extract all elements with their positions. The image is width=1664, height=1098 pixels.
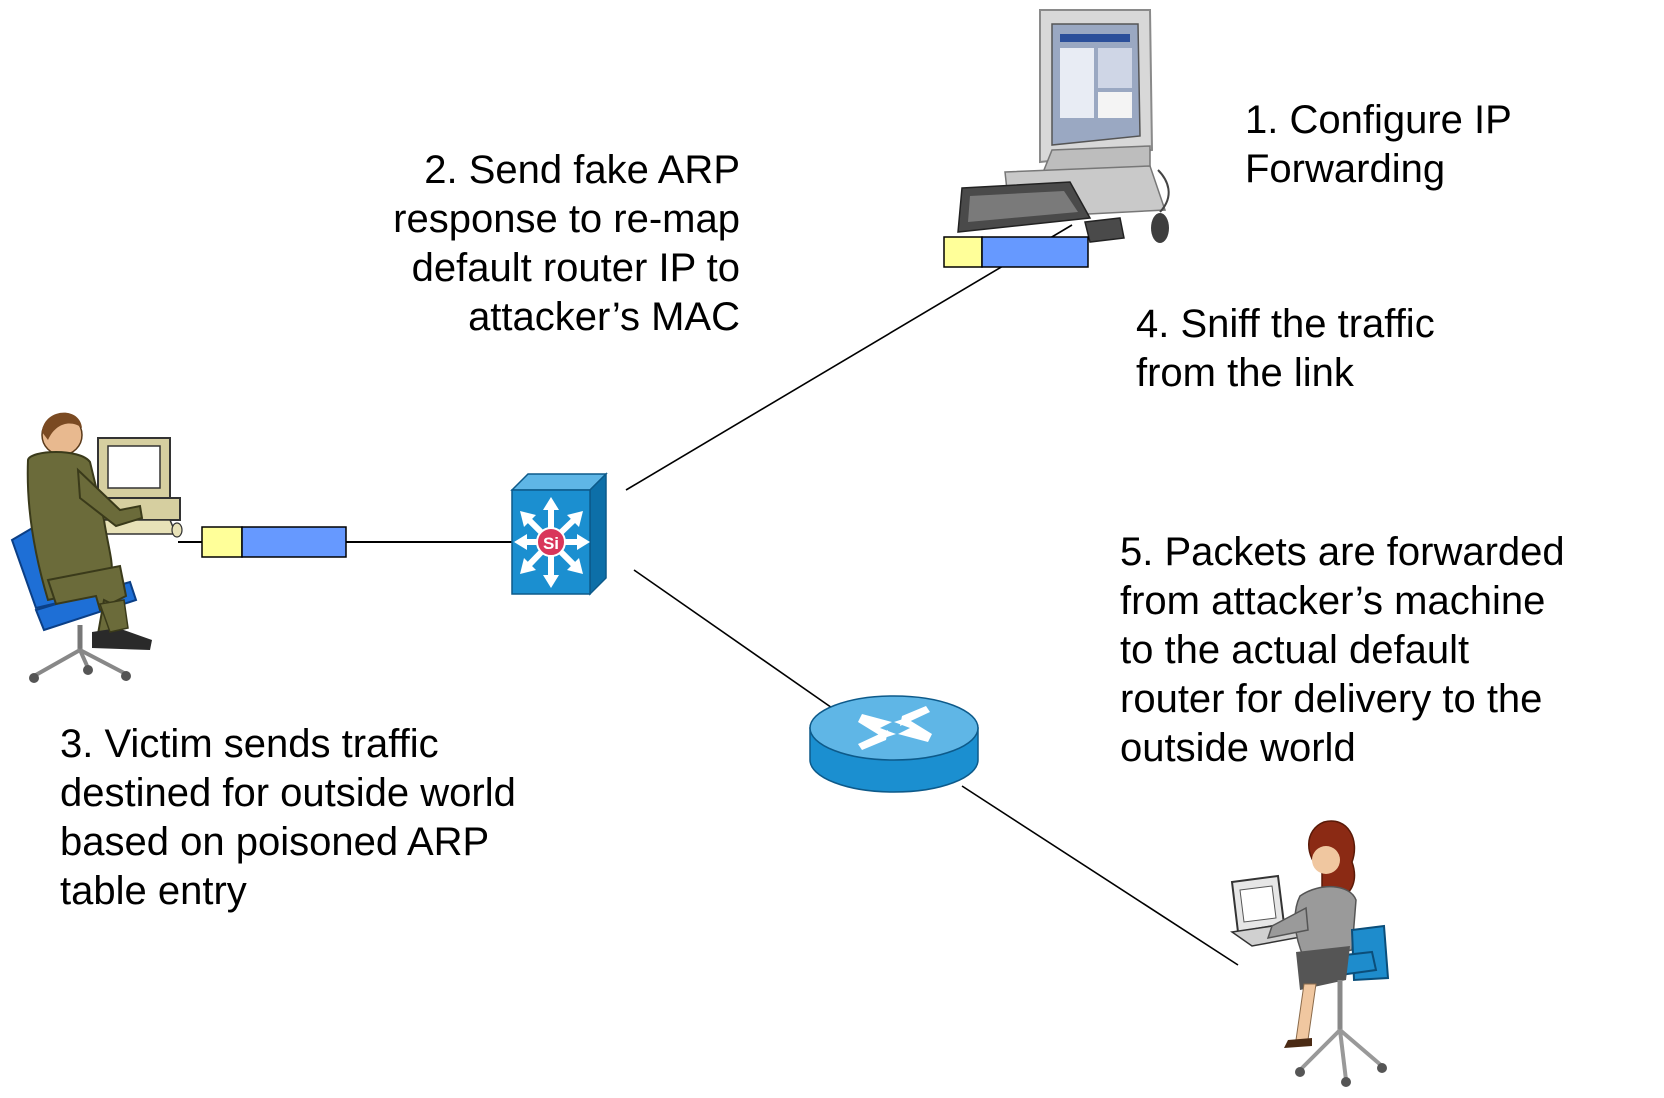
link-router-remote: [961, 785, 1239, 966]
victim-packet-header: [201, 526, 243, 558]
switch-badge-label: Si: [543, 534, 559, 553]
link-switch-attacker: [625, 224, 1073, 491]
step4-label: 4. Sniff the traffic from the link: [1136, 302, 1435, 395]
workstation-icon: [957, 9, 1170, 243]
attacker-packet-header: [943, 236, 983, 268]
step5-label: 5. Packets are forwarded from attacker’s…: [1120, 530, 1565, 770]
remote-user-icon: [1230, 820, 1390, 1087]
step2-label: 2. Send fake ARP response to re-map defa…: [393, 148, 740, 339]
step1-label: 1. Configure IP Forwarding: [1245, 98, 1512, 191]
switch-badge: [536, 527, 566, 557]
link-switch-router: [633, 569, 836, 711]
step3-label: 3. Victim sends traffic destined for out…: [60, 722, 516, 913]
arp-packet-icon: [943, 236, 1089, 268]
router-icon: [809, 695, 979, 793]
multilayer-switch-icon: Si: [510, 472, 608, 596]
victim-user-icon: [10, 412, 183, 683]
arp-packet-icon: [201, 526, 347, 558]
attacker-packet-body: [981, 236, 1089, 268]
victim-packet-body: [241, 526, 347, 558]
